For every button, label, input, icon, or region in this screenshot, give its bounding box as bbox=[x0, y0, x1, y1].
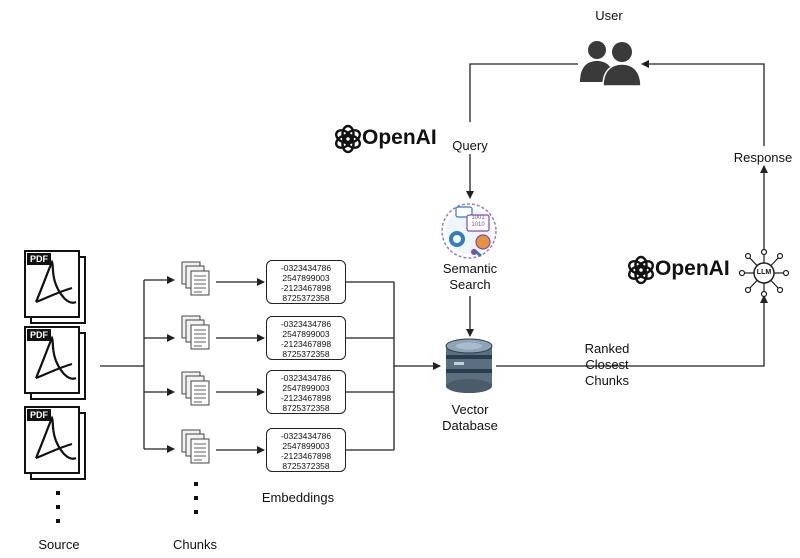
semantic-icon-binary-2: 1010 bbox=[471, 222, 485, 228]
connectors bbox=[100, 60, 768, 454]
document-stack-icon bbox=[181, 429, 210, 464]
vector-database-label-1: Vector bbox=[451, 402, 489, 417]
embedding-value: -0323434786 bbox=[280, 319, 332, 329]
embedding-value: -0323434786 bbox=[280, 263, 332, 273]
embedding-box: -0323434786 2547899003 -2123467898 87253… bbox=[266, 316, 346, 360]
embedding-box: -0323434786 2547899003 -2123467898 87253… bbox=[266, 260, 346, 304]
embedding-value: 8725372358 bbox=[282, 461, 330, 471]
response-to-user bbox=[641, 60, 765, 146]
pdf-badge-label: PDF bbox=[30, 254, 48, 264]
embedding-box: -0323434786 2547899003 -2123467898 87253… bbox=[266, 370, 346, 414]
db-to-llm bbox=[496, 295, 768, 367]
semantic-search-label-2: Search bbox=[449, 277, 491, 292]
document-stack-icon bbox=[181, 261, 210, 296]
embedding-value: 8725372358 bbox=[282, 349, 330, 359]
semantic-search-label-1: Semantic bbox=[442, 261, 498, 276]
openai-brand-right: OpenAI bbox=[655, 257, 730, 280]
embedding-value: 2547899003 bbox=[282, 329, 330, 339]
response-label: Response bbox=[733, 150, 793, 165]
embedding-box: -0323434786 2547899003 -2123467898 87253… bbox=[266, 428, 346, 472]
embedding-value: -0323434786 bbox=[280, 373, 332, 383]
embedding-value: -0323434786 bbox=[280, 431, 332, 441]
ranked-label-3: Chunks bbox=[584, 373, 630, 388]
embedding-value: -2123467898 bbox=[280, 283, 332, 293]
source-ellipsis bbox=[56, 491, 60, 523]
chunks-label: Chunks bbox=[172, 537, 218, 552]
ranked-label-1: Ranked bbox=[584, 341, 630, 356]
embedding-value: 2547899003 bbox=[282, 273, 330, 283]
semantic-search-icon bbox=[441, 203, 497, 259]
embedding-value: -2123467898 bbox=[280, 339, 332, 349]
embeddings-label: Embeddings bbox=[261, 490, 335, 505]
user-label: User bbox=[595, 8, 623, 23]
source-label: Source bbox=[38, 537, 80, 552]
embedding-value: -2123467898 bbox=[280, 451, 332, 461]
embedding-value: 8725372358 bbox=[282, 293, 330, 303]
ranked-label-2: Closest bbox=[585, 357, 629, 372]
chunks-ellipsis bbox=[194, 482, 198, 514]
document-stack-icon bbox=[181, 371, 210, 406]
document-stack-icon bbox=[181, 315, 210, 350]
llm-network-icon bbox=[738, 248, 790, 298]
pdf-badge-label: PDF bbox=[30, 410, 48, 420]
user-to-query bbox=[469, 63, 578, 122]
llm-label: LLM bbox=[756, 269, 772, 276]
openai-logo-icon bbox=[332, 124, 364, 154]
openai-brand-top: OpenAI bbox=[362, 126, 437, 149]
pdf-badge-label: PDF bbox=[30, 330, 48, 340]
query-label: Query bbox=[452, 138, 488, 153]
embedding-value: 8725372358 bbox=[282, 403, 330, 413]
vector-database-label-2: Database bbox=[442, 418, 498, 433]
embedding-value: -2123467898 bbox=[280, 393, 332, 403]
users-icon bbox=[580, 41, 642, 87]
openai-logo-icon-right bbox=[625, 255, 657, 285]
embedding-value: 2547899003 bbox=[282, 383, 330, 393]
database-cylinder-icon bbox=[445, 338, 493, 393]
semantic-icon-binary-1: 1001 bbox=[471, 215, 485, 221]
embedding-value: 2547899003 bbox=[282, 441, 330, 451]
